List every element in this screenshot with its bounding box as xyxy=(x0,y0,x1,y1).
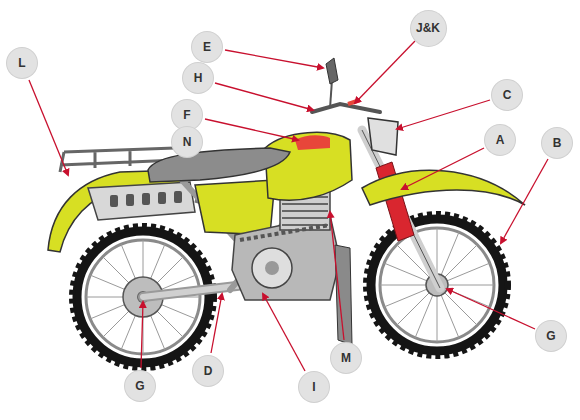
headlight xyxy=(368,118,398,155)
callout-letter: M xyxy=(341,352,351,364)
callout-circle: L xyxy=(7,48,37,78)
callout-circle: J&K xyxy=(411,11,446,46)
fuel-tank xyxy=(265,132,352,200)
callout-letter: I xyxy=(312,381,315,393)
callout-circle: D xyxy=(193,356,223,386)
callout-letter: B xyxy=(553,137,562,149)
callout-letter: F xyxy=(183,109,190,121)
callout-letter: C xyxy=(503,89,512,101)
callout-letter: E xyxy=(203,41,211,53)
callout-circle: A xyxy=(485,125,515,155)
callout-letter: D xyxy=(204,365,213,377)
callout-circle: M xyxy=(331,343,361,373)
callout-circle: C xyxy=(492,80,522,110)
callout-letter: A xyxy=(496,134,505,146)
callout-circle: G xyxy=(125,371,155,401)
callout-letter: G xyxy=(135,380,144,392)
callout-letter: J&K xyxy=(416,22,440,34)
callout-letter: N xyxy=(183,136,192,148)
engine xyxy=(232,190,340,300)
handlebar xyxy=(312,58,380,112)
side-panel xyxy=(195,180,275,235)
callout-circle: H xyxy=(183,63,213,93)
callout-circle: F xyxy=(172,100,202,130)
callout-circle: I xyxy=(299,372,329,402)
callout-circle: G xyxy=(536,321,566,351)
tank-cap xyxy=(295,135,330,150)
front-fork xyxy=(362,130,440,288)
seat xyxy=(148,148,290,182)
front-fender xyxy=(362,170,525,205)
callout-circle: E xyxy=(192,32,222,62)
leader-lines xyxy=(29,41,548,371)
callout-letter: H xyxy=(194,72,203,84)
callout-circle: N xyxy=(172,127,202,157)
callout-letter: G xyxy=(546,330,555,342)
callout-circle: B xyxy=(542,128,572,158)
callout-letter: L xyxy=(18,57,25,69)
